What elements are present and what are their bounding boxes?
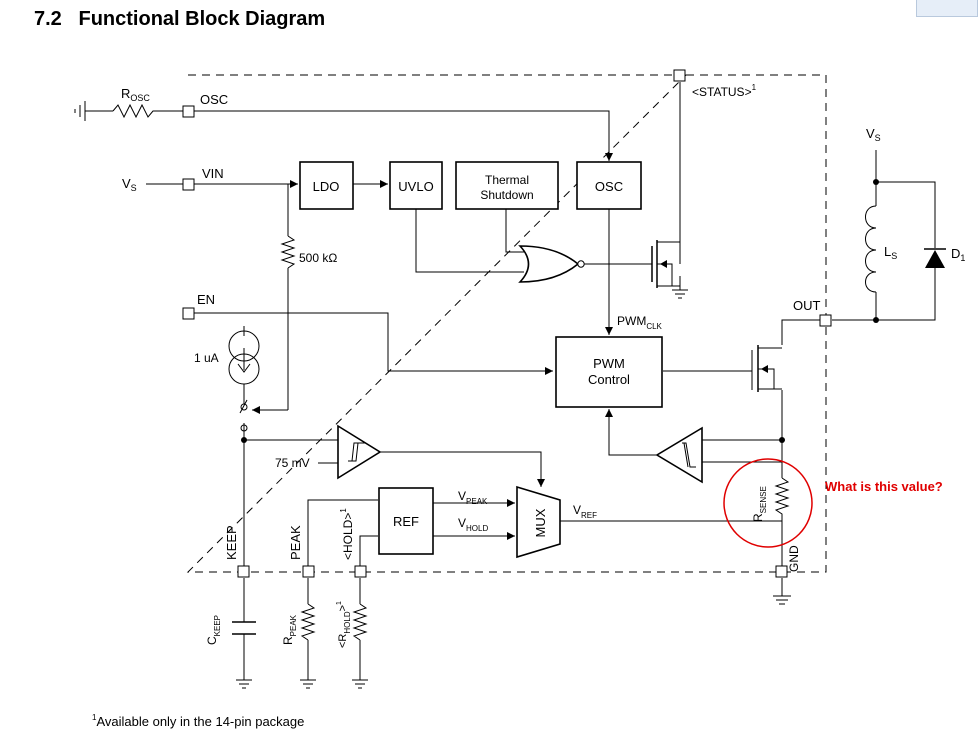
diode-d1-icon — [924, 248, 946, 268]
wires — [85, 82, 936, 680]
mv75-label: 75 mV — [275, 456, 310, 470]
ckeep-capacitor-icon — [232, 621, 256, 635]
pin-hold-square — [354, 565, 367, 578]
thermal-label-line1: Thermal — [485, 173, 529, 187]
pin-labels: OSC VIN EN OUT <STATUS>1 KEEP PEAK <HOLD… — [197, 83, 821, 572]
mux-label: MUX — [533, 508, 548, 537]
res-500k-label: 500 kΩ — [299, 251, 337, 265]
pin-keep-label: KEEP — [224, 525, 239, 560]
pin-gnd-square — [775, 565, 788, 578]
keep-ground-icon — [236, 679, 252, 689]
r-osc-label: ROSC — [121, 86, 150, 103]
rhold-resistor-icon — [352, 603, 368, 641]
pin-osc-square — [182, 105, 195, 118]
pin-hold-label: <HOLD>1 — [339, 508, 355, 560]
section-heading: Functional Block Diagram — [78, 8, 326, 30]
pin-vin-label: VIN — [202, 166, 224, 181]
vpeak-label: VPEAK — [458, 489, 488, 506]
uvlo-block: UVLO — [389, 161, 443, 210]
pin-osc-label: OSC — [200, 92, 228, 107]
sense-comparator — [655, 426, 703, 484]
pin-peak-label: PEAK — [288, 525, 303, 560]
pin-out-label: OUT — [793, 298, 821, 313]
current-source-icon — [228, 330, 260, 385]
status-fet — [651, 232, 681, 288]
ldo-block: LDO — [299, 161, 354, 210]
rsense-label: RSENSE — [751, 486, 768, 522]
annotation-circle — [723, 458, 813, 548]
pwm-control-block: PWM Control — [555, 336, 663, 408]
pwmclk-label: PWMCLK — [617, 314, 663, 331]
rsense-resistor-icon — [774, 477, 790, 526]
nor-gate — [518, 245, 585, 283]
pin-en-label: EN — [197, 292, 215, 307]
ldo-label: LDO — [313, 179, 340, 194]
keep-comparator — [337, 424, 382, 480]
section-title: 7.2 Functional Block Diagram — [34, 8, 325, 31]
output-fet — [751, 345, 782, 392]
pin-out-square — [819, 314, 832, 327]
vhold-label: VHOLD — [458, 516, 488, 533]
package-outline — [186, 74, 827, 573]
component-labels: ROSC VS VS LS D1 500 kΩ 1 uA 75 mV PWMCL… — [121, 86, 965, 648]
ref-block: REF — [378, 487, 434, 555]
rpeak-resistor-icon — [300, 603, 316, 641]
d1-label: D1 — [951, 246, 965, 263]
section-number: 7.2 — [34, 8, 62, 30]
pwm-label-line2: Control — [588, 372, 630, 387]
ckeep-label: CKEEP — [205, 615, 222, 645]
annotation-question: What is this value? — [825, 479, 943, 494]
vs-left-label: VS — [122, 176, 137, 193]
pin-en-square — [182, 307, 195, 320]
hold-ground-icon — [352, 679, 368, 689]
pin-keep-square — [237, 565, 250, 578]
rhold-label: <RHOLD>1 — [336, 601, 352, 648]
inductor-ls-icon — [865, 205, 877, 293]
peak-ground-icon — [300, 679, 316, 689]
osc-block: OSC — [576, 161, 642, 210]
gnd-ground-icon — [773, 595, 791, 605]
r-osc-resistor-icon — [112, 103, 158, 119]
pin-status-square — [673, 69, 686, 82]
pin-vin-square — [182, 178, 195, 191]
current-1ua-label: 1 uA — [194, 351, 219, 365]
vref-label: VREF — [573, 503, 597, 520]
status-ground-icon — [672, 289, 688, 299]
ref-label: REF — [393, 514, 419, 529]
thermal-label-line2: Shutdown — [480, 188, 533, 202]
pin-status-label: <STATUS>1 — [692, 83, 757, 99]
keep-switch-icon — [239, 398, 248, 432]
ls-label: LS — [884, 244, 897, 261]
osc-block-label: OSC — [595, 179, 623, 194]
pin-gnd-label: GND — [787, 545, 801, 572]
pin-peak-square — [302, 565, 315, 578]
resistor-500k-icon — [280, 235, 296, 269]
pwm-label-line1: PWM — [593, 356, 625, 371]
vs-right-label: VS — [866, 126, 881, 143]
r-osc-ground-icon — [74, 101, 86, 121]
rpeak-label: RPEAK — [281, 614, 298, 645]
pin-squares — [182, 69, 832, 578]
footnote: 1Available only in the 14-pin package — [92, 713, 304, 729]
mux-block: MUX — [516, 485, 561, 559]
thermal-shutdown-block: Thermal Shutdown — [455, 161, 559, 210]
junction-dots — [241, 179, 879, 443]
uvlo-label: UVLO — [398, 179, 433, 194]
